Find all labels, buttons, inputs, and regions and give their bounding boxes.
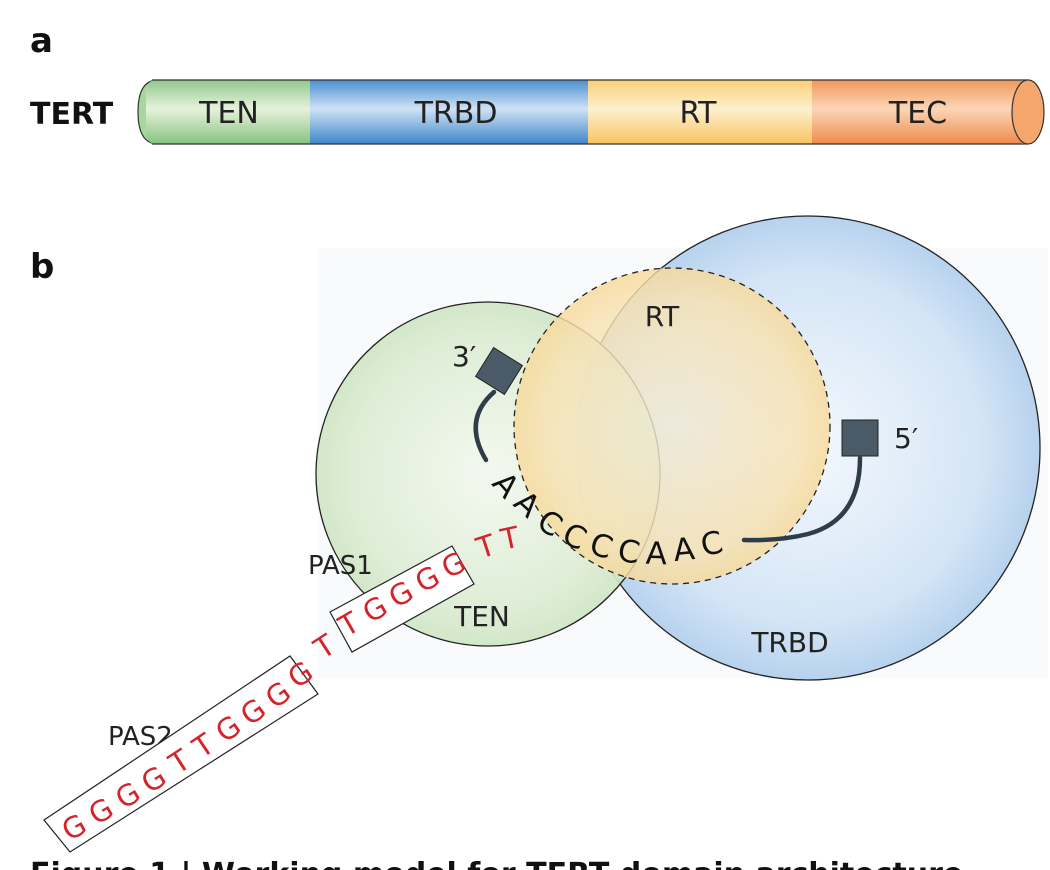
three-prime-tether <box>473 389 497 463</box>
bar-right-cap <box>1011 79 1045 145</box>
segment-rt <box>588 80 824 144</box>
segment-label-rt: RT <box>680 96 718 131</box>
segment-label-trbd: TRBD <box>414 96 498 131</box>
pas2-box <box>43 655 319 853</box>
rt-domain-label: RT <box>645 300 680 333</box>
template-base: A <box>672 531 697 569</box>
rt-domain-circle <box>513 267 831 585</box>
three-prime-anchor <box>474 346 524 396</box>
three-prime-label: 3′ <box>452 340 476 373</box>
trbd-domain-label: TRBD <box>750 626 828 659</box>
template-base: A <box>645 536 667 573</box>
five-prime-label: 5′ <box>894 422 918 455</box>
pas1-label: PAS1 <box>308 551 373 581</box>
segment-label-tec: TEC <box>888 96 947 131</box>
five-prime-tether <box>741 455 863 543</box>
panel-b-label: b <box>30 247 54 287</box>
segment-trbd <box>310 80 600 144</box>
tert-label: TERT <box>30 97 114 132</box>
segment-tec <box>812 80 1028 144</box>
figure-caption: Figure 1 | Working model for TERT domain… <box>30 857 963 870</box>
segment-label-ten: TEN <box>198 96 259 131</box>
panel-a-label: a <box>30 21 53 61</box>
tert-domain-bar <box>137 79 1045 145</box>
pas1-box <box>329 545 475 653</box>
five-prime-anchor <box>841 419 879 457</box>
segment-ten <box>146 80 318 144</box>
ten-domain-label: TEN <box>453 600 510 633</box>
